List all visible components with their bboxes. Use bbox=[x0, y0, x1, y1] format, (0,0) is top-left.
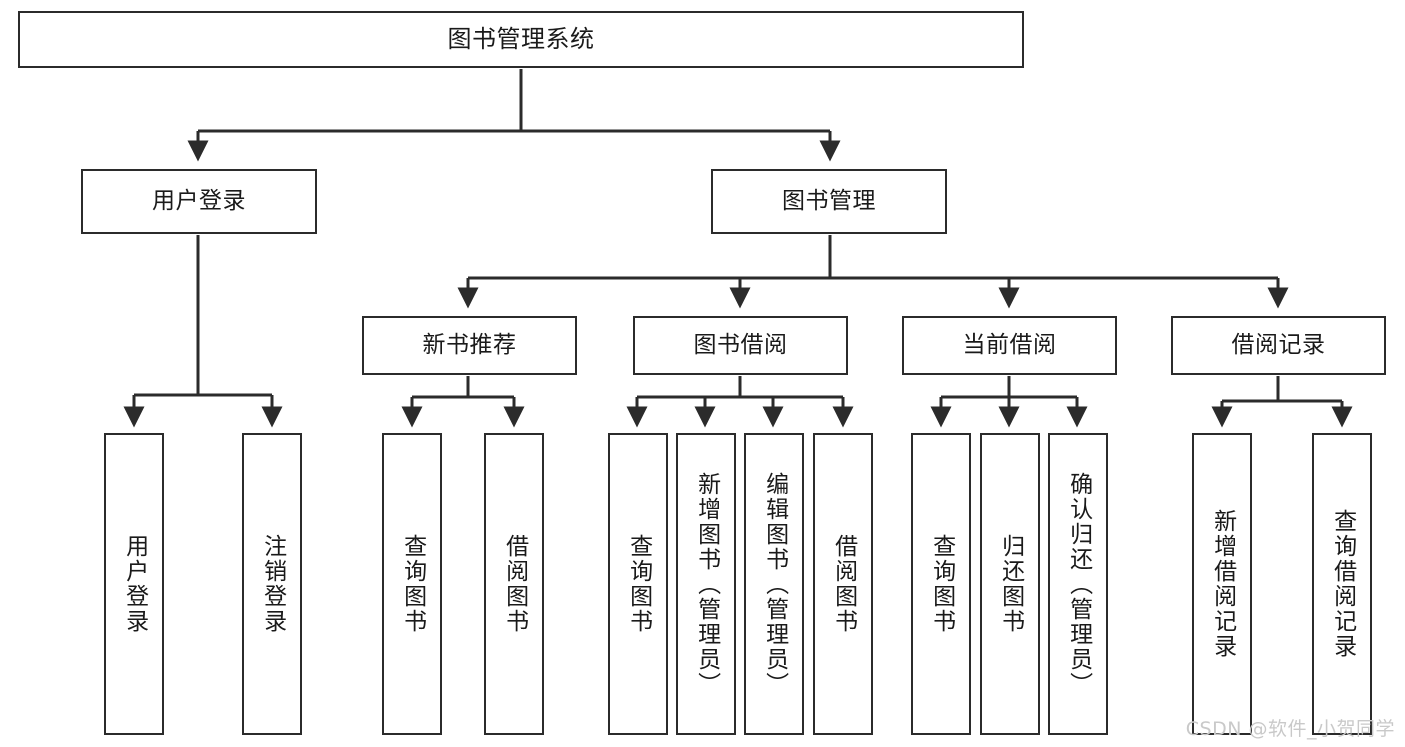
node-label: 图书管理系统 bbox=[447, 25, 595, 54]
leaf-user-login-logout[interactable]: 注销登录 bbox=[242, 433, 302, 735]
node-label: 编辑图书（管理员） bbox=[761, 471, 788, 697]
node-book-borrow[interactable]: 图书借阅 bbox=[633, 316, 848, 375]
leaf-book-borrow-borrow-book[interactable]: 借阅图书 bbox=[813, 433, 873, 735]
leaf-borrow-record-add-record[interactable]: 新增借阅记录 bbox=[1192, 433, 1252, 735]
node-label: 新书推荐 bbox=[422, 331, 517, 358]
node-new-book-recommend[interactable]: 新书推荐 bbox=[362, 316, 577, 375]
leaf-new-book-query-book[interactable]: 查询图书 bbox=[382, 433, 442, 735]
leaf-book-borrow-query-book[interactable]: 查询图书 bbox=[608, 433, 668, 735]
leaf-book-borrow-add-book-admin[interactable]: 新增图书（管理员） bbox=[676, 433, 736, 735]
node-label: 用户登录 bbox=[152, 187, 246, 214]
node-borrow-record[interactable]: 借阅记录 bbox=[1171, 316, 1386, 375]
node-label: 借阅图书 bbox=[501, 534, 528, 634]
node-label: 查询图书 bbox=[928, 534, 955, 634]
leaf-current-borrow-confirm-return-admin[interactable]: 确认归还（管理员） bbox=[1048, 433, 1108, 735]
node-label: 用户登录 bbox=[121, 534, 148, 634]
leaf-current-borrow-return-book[interactable]: 归还图书 bbox=[980, 433, 1040, 735]
node-label: 查询图书 bbox=[399, 534, 426, 634]
leaf-user-login-login[interactable]: 用户登录 bbox=[104, 433, 164, 735]
node-root-book-management-system[interactable]: 图书管理系统 bbox=[18, 11, 1024, 68]
node-label: 图书管理 bbox=[782, 187, 876, 214]
leaf-borrow-record-query-record[interactable]: 查询借阅记录 bbox=[1312, 433, 1372, 735]
node-label: 借阅图书 bbox=[830, 534, 857, 634]
node-label: 新增图书（管理员） bbox=[693, 471, 720, 697]
node-label: 归还图书 bbox=[997, 534, 1024, 634]
node-label: 注销登录 bbox=[259, 534, 286, 634]
leaf-current-borrow-query-book[interactable]: 查询图书 bbox=[911, 433, 971, 735]
node-label: 新增借阅记录 bbox=[1209, 509, 1236, 659]
node-current-borrow[interactable]: 当前借阅 bbox=[902, 316, 1117, 375]
node-user-login[interactable]: 用户登录 bbox=[81, 169, 317, 234]
node-label: 图书借阅 bbox=[693, 331, 788, 358]
csdn-watermark: CSDN @软件_小贺同学 bbox=[1185, 718, 1395, 740]
node-label: 查询借阅记录 bbox=[1329, 509, 1356, 659]
node-label: 查询图书 bbox=[625, 534, 652, 634]
node-label: 当前借阅 bbox=[962, 331, 1057, 358]
node-book-management[interactable]: 图书管理 bbox=[711, 169, 947, 234]
node-label: 借阅记录 bbox=[1231, 331, 1326, 358]
node-label: 确认归还（管理员） bbox=[1065, 471, 1092, 697]
leaf-book-borrow-edit-book-admin[interactable]: 编辑图书（管理员） bbox=[744, 433, 804, 735]
leaf-new-book-borrow-book[interactable]: 借阅图书 bbox=[484, 433, 544, 735]
